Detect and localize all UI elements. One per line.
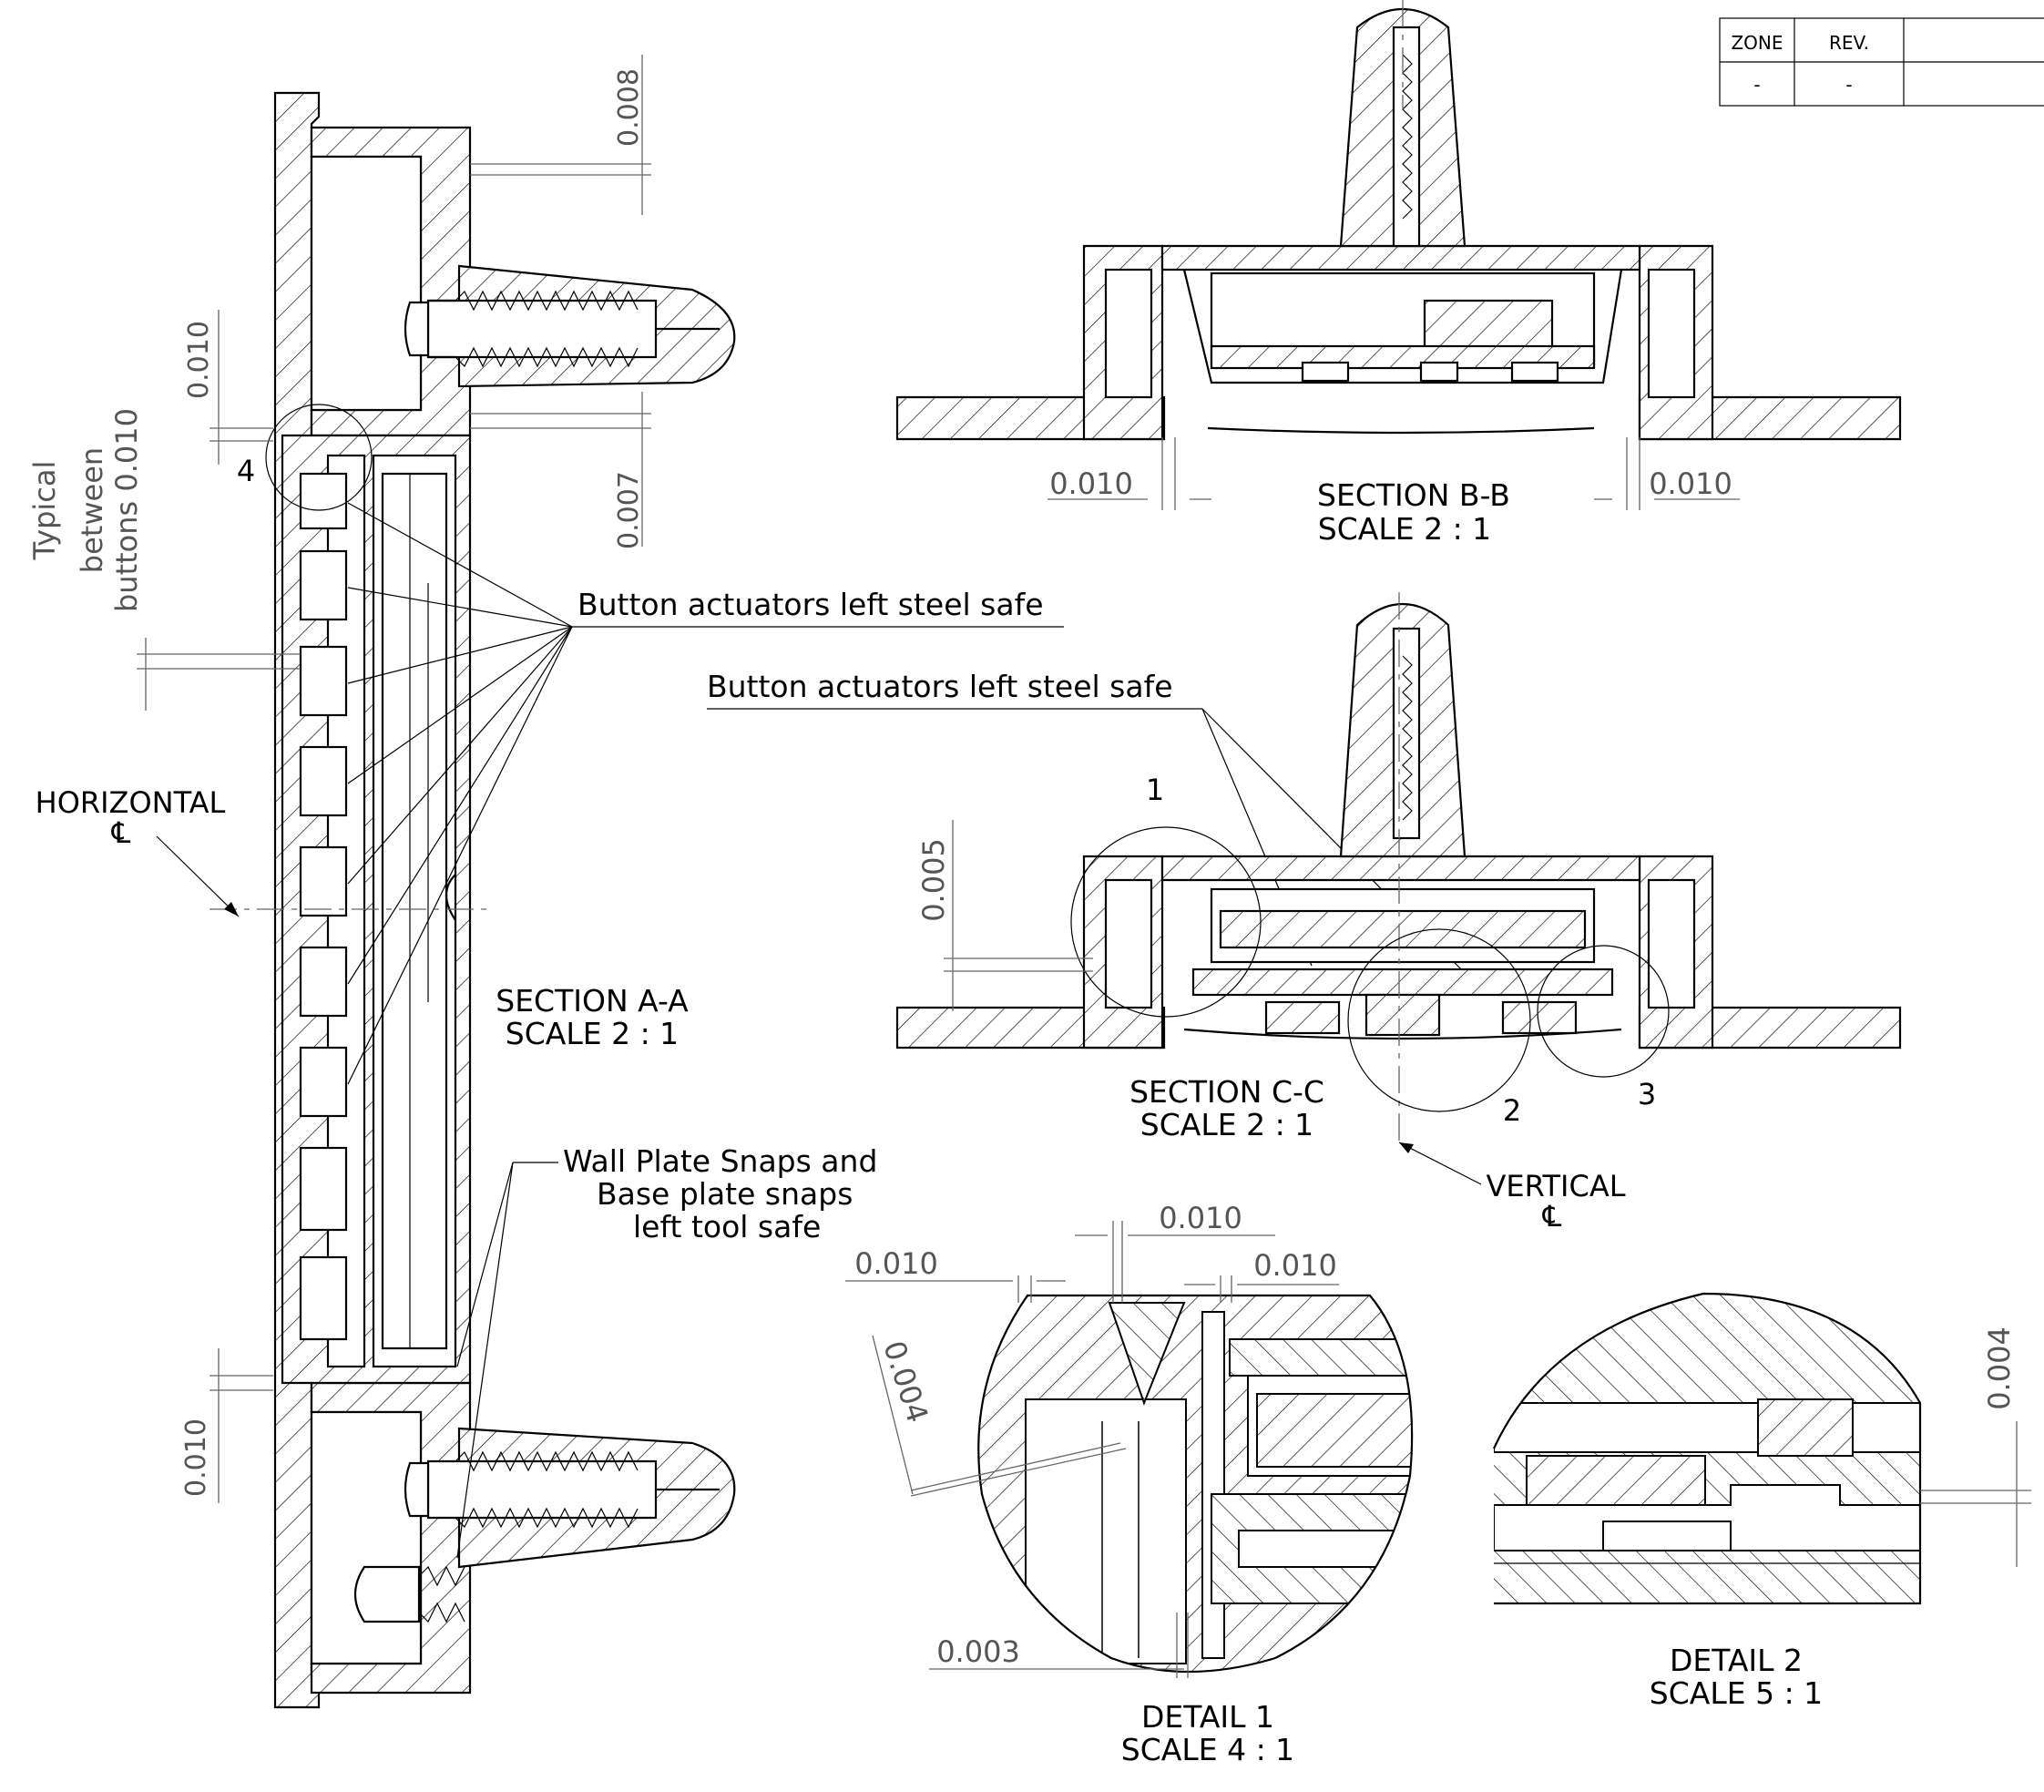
svg-text:Button actuators left steel sa: Button actuators left steel safe: [577, 587, 1044, 622]
svg-text:HORIZONTAL: HORIZONTAL: [36, 785, 226, 820]
detail-1-scale: SCALE 4 : 1: [1121, 1732, 1294, 1767]
section-cc-title: SECTION C-C: [1129, 1074, 1324, 1110]
section-aa-drawing: [210, 91, 736, 1709]
title-block: ZONE REV. - -: [1719, 17, 2044, 107]
rev-value: -: [1845, 74, 1852, 96]
section-cc-scale: SCALE 2 : 1: [1140, 1107, 1313, 1142]
detail-marker-4: 4: [237, 454, 255, 488]
lower-screw: [354, 1427, 736, 1623]
svg-text:left tool safe: left tool safe: [633, 1209, 821, 1244]
button-actuators-note-1: Button actuators left steel safe: [347, 502, 1064, 1085]
detail-marker-1: 1: [1146, 773, 1164, 807]
section-bb-title: SECTION B-B: [1317, 477, 1510, 513]
dim-aa-left-lower: 0.010: [180, 1418, 212, 1497]
section-aa-dimensions: [137, 55, 651, 1503]
horizontal-centerline-label: HORIZONTAL ℄: [36, 785, 240, 917]
detail-marker-3: 3: [1638, 1077, 1656, 1111]
zone-header: ZONE: [1731, 32, 1783, 54]
dim-bb-right: 0.010: [1649, 466, 1732, 501]
button-actuators: [299, 472, 348, 1341]
upper-screw: [404, 264, 736, 388]
dim-d1-right: 0.010: [1253, 1248, 1337, 1283]
section-bb-scale: SCALE 2 : 1: [1318, 511, 1491, 547]
typical-note: Typical between buttons 0.010: [27, 408, 144, 612]
section-bb-drawing: [895, 0, 1902, 441]
detail-1-title: DETAIL 1: [1141, 1699, 1274, 1735]
vertical-centerline-label: VERTICAL ℄: [1398, 1142, 1626, 1234]
section-cc-dimensions: [944, 820, 1093, 1011]
rev-header: REV.: [1829, 32, 1869, 54]
svg-text:VERTICAL: VERTICAL: [1486, 1169, 1625, 1203]
dim-d1-diag: 0.004: [876, 1336, 935, 1427]
section-aa-scale: SCALE 2 : 1: [506, 1016, 679, 1051]
svg-text:Button actuators left steel sa: Button actuators left steel safe: [707, 669, 1173, 704]
svg-text:buttons 0.010: buttons 0.010: [109, 408, 144, 612]
dim-cc-left: 0.005: [916, 838, 951, 922]
detail-2-title: DETAIL 2: [1670, 1643, 1803, 1678]
dim-aa-mid: 0.007: [613, 471, 645, 549]
detail-2-dimensions: [1920, 1421, 2031, 1567]
zone-value: -: [1753, 74, 1760, 96]
detail-2-drawing: [1493, 1292, 1922, 1605]
svg-text:℄: ℄: [1542, 1199, 1562, 1234]
dim-aa-left-upper: 0.010: [183, 321, 215, 399]
detail-2-scale: SCALE 5 : 1: [1650, 1675, 1823, 1711]
dim-d1-left: 0.010: [854, 1246, 938, 1281]
dim-bb-left: 0.010: [1049, 466, 1133, 501]
svg-text:Wall Plate Snaps and: Wall Plate Snaps and: [563, 1143, 877, 1179]
dim-d1-bottom: 0.003: [936, 1634, 1020, 1669]
section-aa-title: SECTION A-A: [496, 983, 689, 1019]
section-cc-drawing: [895, 592, 1902, 1148]
dim-d1-top: 0.010: [1159, 1201, 1242, 1235]
svg-text:between: between: [75, 447, 109, 573]
dim-d2-right: 0.004: [1982, 1326, 2017, 1410]
svg-text:Base plate snaps: Base plate snaps: [597, 1176, 853, 1212]
svg-text:℄: ℄: [111, 815, 131, 850]
dim-aa-top: 0.008: [613, 68, 645, 147]
snaps-note: Wall Plate Snaps and Base plate snaps le…: [456, 1143, 877, 1559]
svg-text:Typical: Typical: [27, 461, 62, 561]
section-bb-dimensions: [1048, 437, 1740, 510]
detail-1-drawing: [977, 1294, 1414, 1674]
detail-1-dimensions: [845, 1221, 1339, 1678]
detail-marker-2: 2: [1503, 1093, 1521, 1128]
